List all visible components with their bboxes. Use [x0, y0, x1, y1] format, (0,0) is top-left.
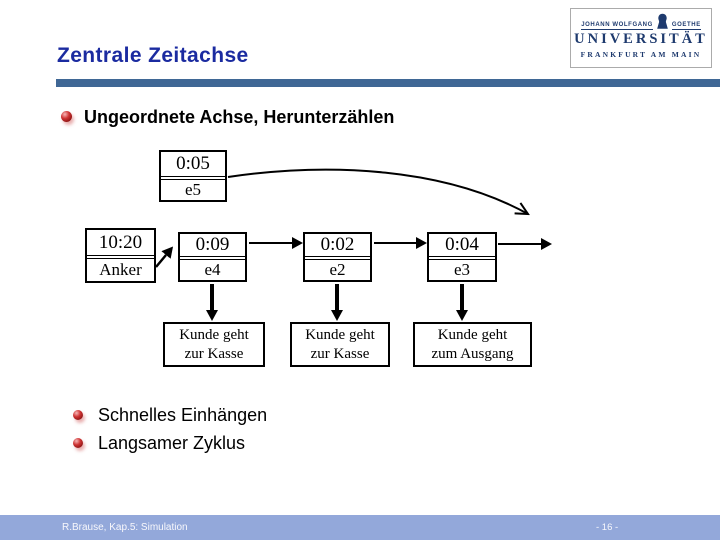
action-line: Kunde geht — [179, 326, 249, 343]
event-node-e5: 0:05 e5 — [159, 150, 227, 202]
logo-top-right-label: GOETHE — [671, 22, 701, 30]
bullet-item-heading: Ungeordnete Achse, Herunterzählen — [61, 104, 394, 130]
logo-top-left-label: JOHANN WOLFGANG — [581, 22, 653, 30]
footer-author-label: R.Brause, Kap.5: Simulation — [62, 522, 188, 533]
logo-top-row: JOHANN WOLFGANG GOETHE — [581, 12, 701, 30]
logo-university-label: UNIVERSITÄT — [574, 31, 708, 47]
bullet-label: Langsamer Zyklus — [98, 433, 246, 453]
action-line: Kunde geht — [305, 326, 375, 343]
event-time: 0:04 — [429, 234, 495, 260]
action-box-ausgang: Kunde geht zum Ausgang — [413, 322, 532, 367]
bullet-sphere-icon — [73, 438, 83, 448]
goethe-portrait-icon — [657, 13, 668, 29]
event-label: e3 — [453, 260, 471, 279]
action-line: Kunde geht — [437, 326, 508, 343]
footer-page-number: - 16 - — [596, 522, 619, 533]
event-node-e2: 0:02 e2 — [303, 232, 372, 282]
event-node-e4: 0:09 e4 — [178, 232, 247, 282]
event-time: 10:20 — [87, 230, 154, 260]
event-label: Anker — [99, 260, 142, 280]
bullet-sphere-icon — [61, 111, 72, 122]
footer-bar: R.Brause, Kap.5: Simulation - 16 - — [0, 515, 720, 540]
bullet-label: Schnelles Einhängen — [98, 405, 268, 425]
bullet-item-slow-cycle: Langsamer Zyklus — [73, 430, 245, 456]
event-label: e2 — [329, 260, 346, 279]
arrow-anchor-to-e4 — [155, 246, 174, 268]
university-logo: JOHANN WOLFGANG GOETHE UNIVERSITÄT FRANK… — [570, 8, 712, 68]
event-time: 0:02 — [305, 234, 370, 260]
action-line: zur Kasse — [310, 345, 370, 362]
event-node-anchor: 10:20 Anker — [85, 228, 156, 283]
bullet-label: Ungeordnete Achse, Herunterzählen — [84, 107, 395, 127]
bullet-sphere-icon — [73, 410, 83, 420]
event-node-e3: 0:04 e3 — [427, 232, 497, 282]
page-title: Zentrale Zeitachse — [57, 44, 249, 67]
action-box-kasse-2: Kunde geht zur Kasse — [290, 322, 390, 367]
event-time: 0:09 — [180, 234, 245, 260]
event-time: 0:05 — [161, 152, 225, 180]
action-line: zum Ausgang — [431, 345, 514, 362]
action-line: zur Kasse — [184, 345, 244, 362]
logo-city-label: FRANKFURT AM MAIN — [580, 50, 702, 59]
bullet-item-fast-insert: Schnelles Einhängen — [73, 402, 267, 428]
arrow-insert-curve — [227, 168, 528, 214]
action-box-kasse-1: Kunde geht zur Kasse — [163, 322, 265, 367]
event-label: e5 — [184, 179, 202, 199]
title-underline — [56, 79, 720, 87]
event-label: e4 — [204, 260, 221, 279]
